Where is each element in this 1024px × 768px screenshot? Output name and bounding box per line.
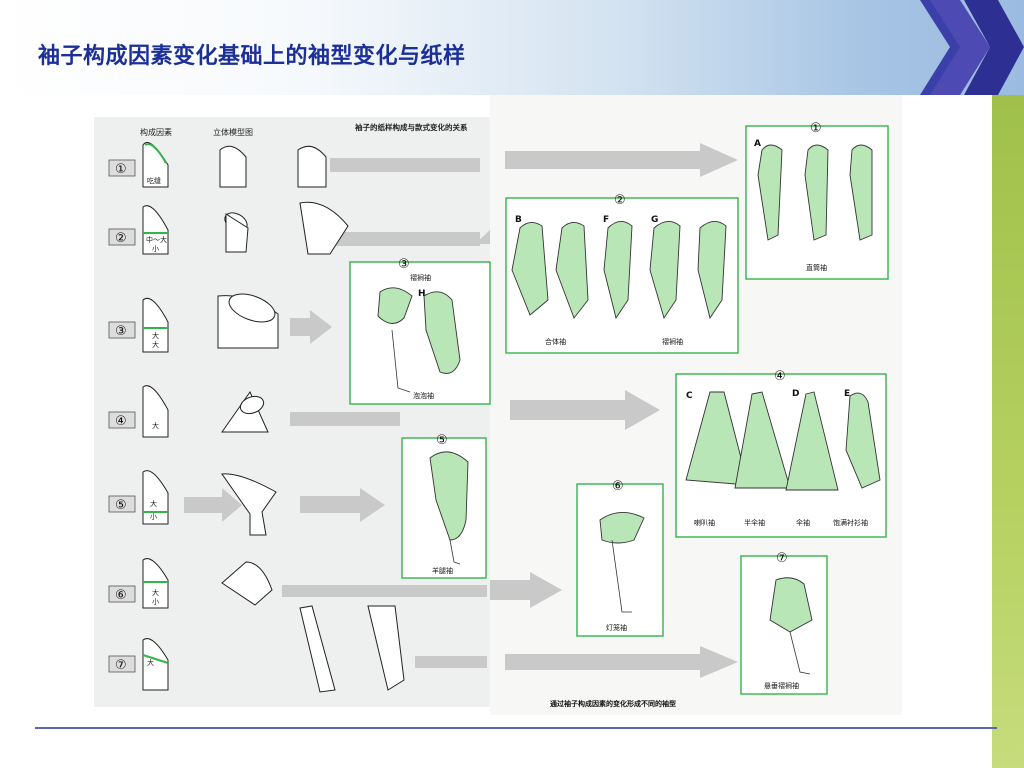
letter-C: C	[686, 391, 693, 401]
svg-text:大: 大	[152, 340, 159, 349]
gray-arrows-right	[475, 143, 738, 678]
row-num-7: ⑦	[115, 658, 127, 673]
caption-half-umbrella: 半伞袖	[744, 518, 765, 527]
svg-text:中～大: 中～大	[146, 235, 167, 244]
svg-text:大: 大	[147, 658, 154, 667]
caption-lantern: 灯笼袖	[606, 623, 627, 632]
letter-G: G	[651, 215, 658, 225]
bottom-rule	[35, 727, 997, 729]
box-3	[349, 261, 491, 405]
caption-draped: 悬垂褶裥袖	[764, 681, 799, 690]
box-num-4: ④	[774, 369, 786, 384]
slide-header	[0, 0, 1024, 95]
row-num-3: ③	[115, 324, 127, 339]
col-header-factor: 构成因素	[140, 127, 172, 137]
box-num-7: ⑦	[776, 551, 788, 566]
box-num-3: ③	[398, 257, 410, 272]
letter-H: H	[418, 289, 426, 299]
caption-full-shirt: 饱满衬衫袖	[833, 518, 868, 527]
col-header-model: 立体模型图	[213, 127, 253, 137]
gray-arrows-left	[184, 158, 487, 668]
svg-text:大: 大	[150, 499, 157, 508]
box-num-5: ⑤	[436, 433, 448, 448]
svg-text:大: 大	[152, 588, 159, 597]
row-num-5: ⑤	[115, 498, 127, 513]
right-scan-panel-edge	[902, 95, 992, 715]
svg-text:大: 大	[152, 421, 159, 430]
caption-pleat-3: 褶裥袖	[410, 273, 431, 282]
caption-straight: 直筒袖	[806, 263, 827, 272]
row-num-4: ④	[115, 414, 127, 429]
chevron-logo-icon	[920, 0, 1024, 95]
svg-text:小: 小	[152, 597, 159, 606]
caption-puff: 泡泡袖	[413, 391, 434, 400]
caption-bell: 喇叭袖	[694, 518, 715, 527]
caption-fitted: 合体袖	[545, 337, 566, 346]
svg-text:大: 大	[152, 331, 159, 340]
factor-label-1: 吃缝	[147, 176, 161, 185]
right-accent-bar	[992, 95, 1024, 768]
box-6	[576, 483, 664, 637]
letter-B: B	[515, 215, 522, 225]
row-numbers: ① ② ③ ④ ⑤ ⑥ ⑦	[108, 159, 136, 673]
caption-leg-of-mutton: 羊腿袖	[432, 566, 453, 575]
letter-A: A	[754, 139, 761, 149]
box-num-1: ①	[810, 121, 822, 136]
footer-caption: 通过袖子构成因素的变化形成不同的袖型	[550, 699, 676, 708]
caption-umbrella: 伞袖	[796, 518, 810, 527]
box-num-6: ⑥	[612, 479, 624, 494]
svg-text:小: 小	[150, 512, 157, 521]
row-num-1: ①	[115, 162, 127, 177]
caption-pleat-2: 褶裥袖	[662, 337, 683, 346]
letter-F: F	[603, 215, 609, 225]
table-header-title: 袖子的纸样构成与款式变化的关系	[354, 122, 468, 132]
row-num-6: ⑥	[115, 588, 127, 603]
svg-text:小: 小	[152, 244, 159, 253]
slide-title: 袖子构成因素变化基础上的袖型变化与纸样	[38, 44, 466, 69]
box-num-2: ②	[614, 193, 626, 208]
letter-E: E	[844, 389, 850, 399]
row-num-2: ②	[115, 231, 127, 246]
letter-D: D	[792, 389, 799, 399]
